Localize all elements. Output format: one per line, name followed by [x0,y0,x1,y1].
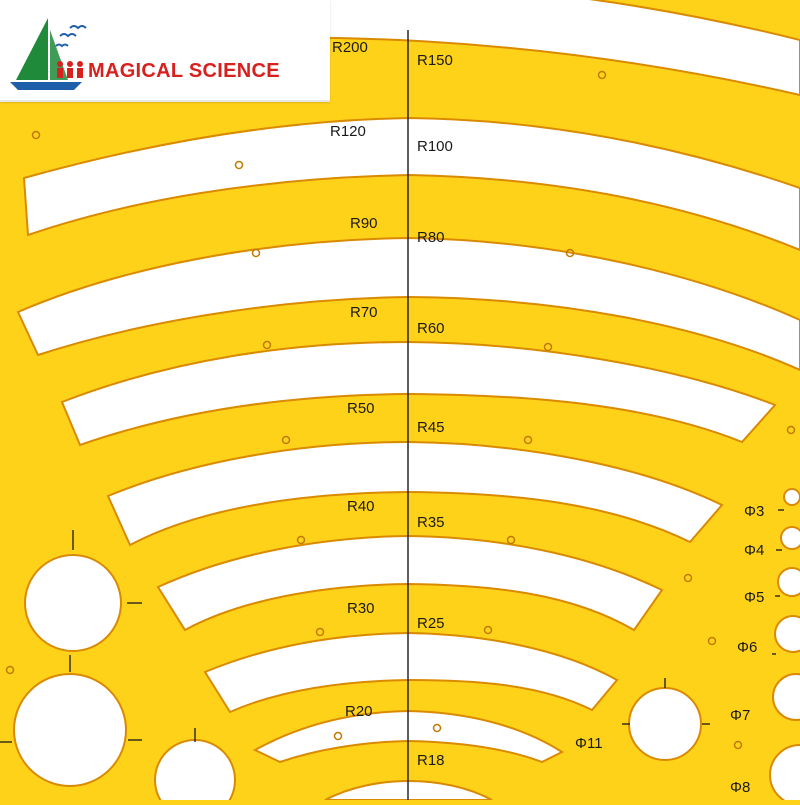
dot [296,535,306,545]
label-phi7: Φ7 [730,707,750,724]
label-phi4: Φ4 [744,542,764,559]
label-r20: R20 [345,703,373,720]
dot [707,636,717,646]
label-phi8: Φ8 [730,779,750,796]
dot [281,435,291,445]
circle-cutout-phi3 [783,488,800,506]
circle-cutout-phi8 [769,744,800,805]
dot [483,625,493,635]
dot [506,535,516,545]
arc-slot-r50 [106,440,724,547]
label-phi3: Φ3 [744,503,764,520]
label-r120: R120 [330,123,366,140]
arc-slot-r40 [156,534,664,632]
dot [315,627,325,637]
dot [31,130,41,140]
dot [5,665,15,675]
label-r70: R70 [350,304,378,321]
dot [597,70,607,80]
label-r25: R25 [417,615,445,632]
label-phi11: Φ11 [575,735,603,752]
circle-cutout-phi11 [628,687,702,761]
label-r100: R100 [417,138,453,155]
dot [234,160,244,170]
label-phi6: Φ6 [737,639,757,656]
dot [683,573,693,583]
arc-slot-r90 [16,236,800,372]
label-r50: R50 [347,400,375,417]
dot [523,435,533,445]
arc-slot-r30 [203,631,619,714]
label-r18: R18 [417,752,445,769]
label-phi5: Φ5 [744,589,764,606]
label-r80: R80 [417,229,445,246]
circle-cutout-large [24,554,122,652]
circle-cutout-large [13,673,127,787]
circle-cutout-phi7 [772,673,800,721]
dot [333,731,343,741]
dot [262,340,272,350]
sailboat-logo-icon [10,18,87,90]
circle-cutout-phi5 [777,567,800,597]
label-r150: R150 [417,52,453,69]
arc-slot-r70 [60,340,777,447]
label-r90: R90 [350,215,378,232]
dot [565,248,575,258]
circle-cutout-phi4 [780,526,800,550]
label-r45: R45 [417,419,445,436]
label-r200: R200 [332,39,368,56]
label-r40: R40 [347,498,375,515]
dot [543,342,553,352]
dot [786,425,796,435]
dot [432,723,442,733]
dot [733,740,743,750]
label-r35: R35 [417,514,445,531]
label-r60: R60 [417,320,445,337]
dot [251,248,261,258]
brand-logo-panel: MAGICAL SCIENCE [0,0,330,102]
label-r30: R30 [347,600,375,617]
brand-name: MAGICAL SCIENCE [88,60,280,82]
circle-cutout-phi6 [774,615,800,653]
